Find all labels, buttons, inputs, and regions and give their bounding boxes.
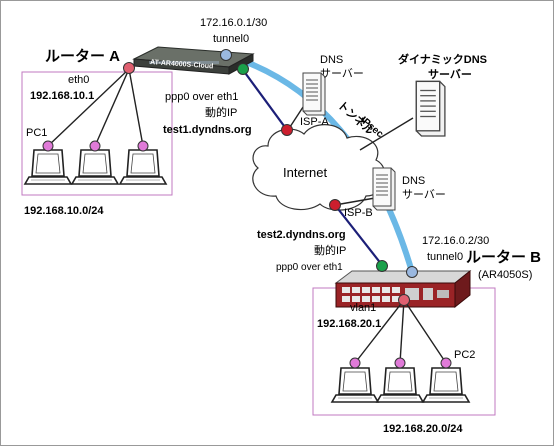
router-b-vlan1: vlan1	[350, 302, 376, 314]
isp-b-port	[329, 199, 341, 211]
internet-cloud	[252, 124, 386, 211]
dns-a-label-1: DNS	[320, 54, 343, 66]
ddns-server-label-1: ダイナミックDNS	[398, 52, 487, 66]
router-b-ppp-port	[376, 260, 388, 272]
dns-a-label-2: サーバー	[320, 67, 364, 80]
lan-b-link-mid	[399, 299, 405, 364]
isp-b-dns-link	[334, 197, 376, 206]
pc1-label: PC1	[26, 127, 47, 139]
ddns-link	[359, 117, 414, 151]
isp-a-label: ISP-A	[300, 116, 329, 128]
router-b-dynamic-ip: 動的IP	[314, 243, 346, 257]
ddns-server-label-2: サーバー	[428, 68, 472, 81]
router-b-vlan1-port	[398, 294, 410, 306]
router-b-model: (AR4050S)	[478, 269, 532, 281]
router-b-tunnel-label: tunnel0	[427, 251, 463, 263]
pc-port-dot	[89, 140, 101, 152]
lan-a-network: 192.168.10.0/24	[24, 205, 104, 217]
router-a-tunnel-ip: 172.16.0.1/30	[200, 17, 267, 29]
lan-b-link-pc2	[403, 299, 447, 364]
router-a-tunnel-port	[220, 49, 232, 61]
router-a-eth0-ip: 192.168.10.1	[30, 90, 94, 102]
pc-port-dot	[137, 140, 149, 152]
lan-a-box	[21, 71, 173, 196]
pc-port-dot	[349, 357, 361, 369]
router-a-ppp-port	[237, 63, 249, 75]
router-a-ppp: ppp0 over eth1	[165, 91, 238, 103]
isp-b-label: ISP-B	[344, 207, 373, 219]
router-b-label: ルーター B	[466, 249, 541, 266]
isp-a-port	[281, 124, 293, 136]
lan-a-link-pc-mid	[94, 68, 130, 147]
router-a-ddns-host: test1.dyndns.org	[163, 124, 252, 136]
pc2-label: PC2	[454, 349, 475, 361]
dns-server-b-icon	[372, 167, 396, 211]
wan-link-b	[334, 204, 383, 266]
router-a-dynamic-ip: 動的IP	[205, 105, 237, 119]
wan-link-a	[242, 69, 288, 131]
ddns-server-icon	[415, 80, 446, 137]
dns-b-label-1: DNS	[402, 175, 425, 187]
lan-a-link-pc-right	[128, 68, 144, 147]
lan-a-link-pc1	[47, 68, 130, 147]
pc-port-dot	[440, 357, 452, 369]
router-a-label: ルーター A	[45, 48, 120, 65]
router-a-model: AT-AR4000S-Cloud	[150, 59, 214, 70]
router-b-ppp: ppp0 over eth1	[276, 262, 343, 273]
lan-b-link-left	[354, 299, 405, 364]
pc-port-dot	[42, 140, 54, 152]
router-b-vlan1-ip: 192.168.20.1	[317, 318, 381, 330]
router-a-eth0: eth0	[68, 74, 89, 86]
router-b-tunnel-ip: 172.16.0.2/30	[422, 235, 489, 247]
router-a-tunnel-label: tunnel0	[213, 33, 249, 45]
lan-b-network: 192.168.20.0/24	[383, 423, 463, 435]
router-b-ddns-host: test2.dyndns.org	[257, 229, 346, 241]
router-b	[334, 269, 472, 309]
pc-port-dot	[394, 357, 406, 369]
router-a-eth0-port	[123, 62, 135, 74]
internet-label: Internet	[283, 165, 327, 180]
router-b-tunnel-port	[406, 266, 418, 278]
dns-b-label-2: サーバー	[402, 188, 446, 201]
